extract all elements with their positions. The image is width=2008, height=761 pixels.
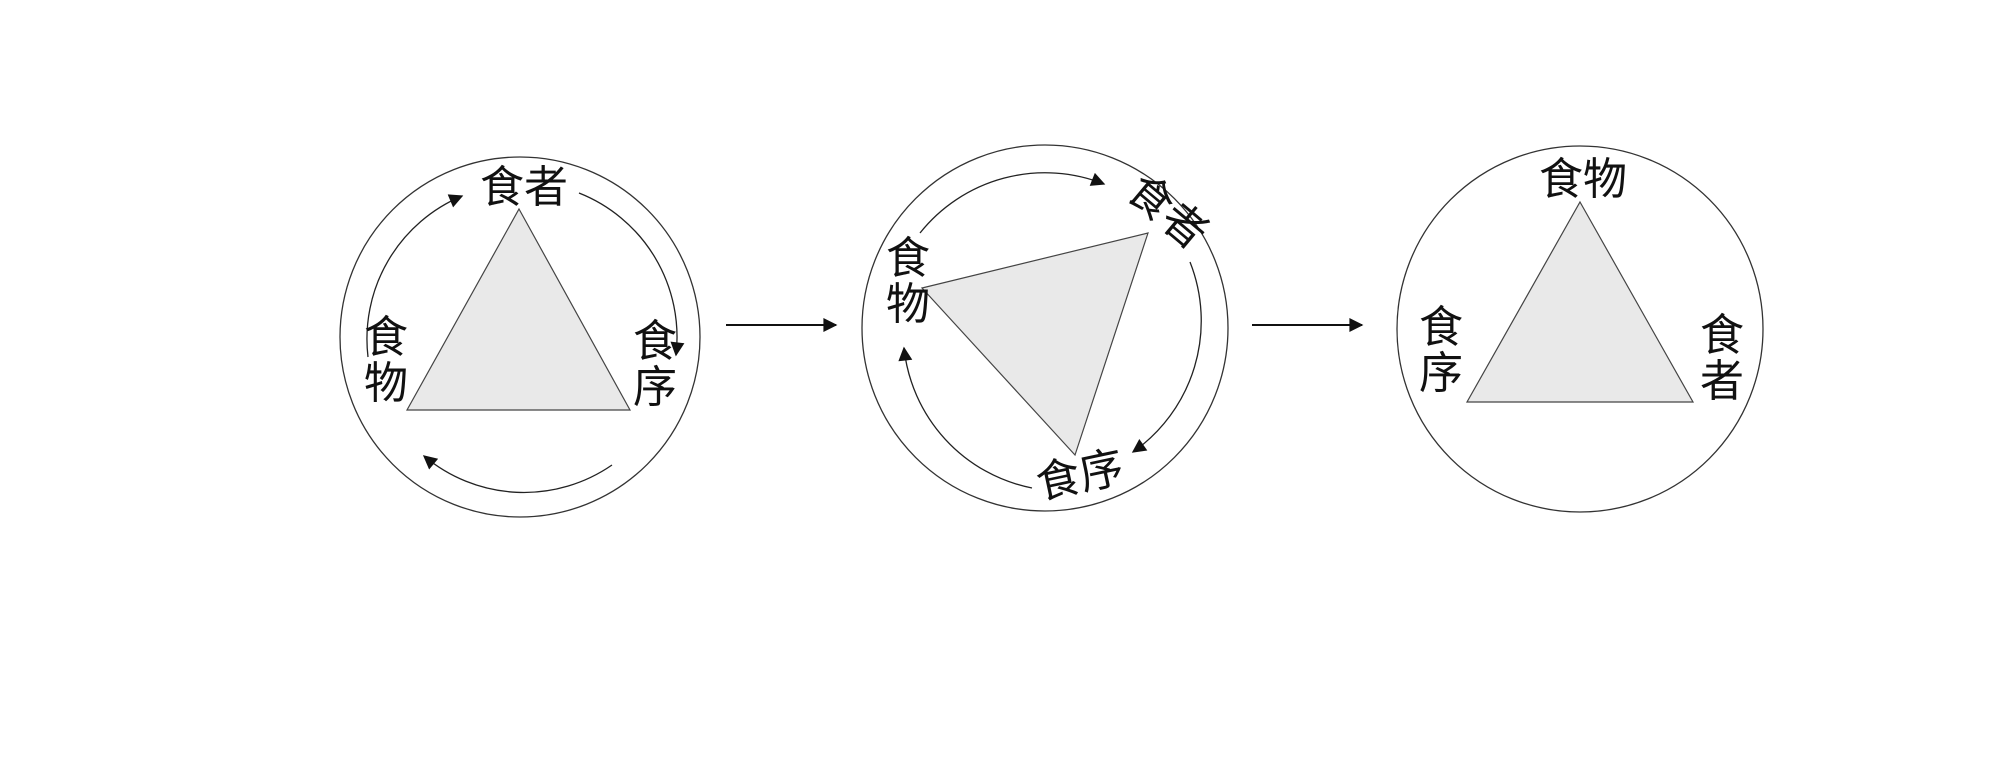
stage-1: 食者 食物 食序 <box>339 156 701 518</box>
stage-2-label-left: 食物 <box>886 233 930 330</box>
stage-1-rotation-arrow <box>578 192 685 357</box>
stage-3-label-right: 食者 <box>1700 310 1744 407</box>
stage-2-circle <box>861 144 1229 512</box>
stage-1-label-left: 食物 <box>364 312 408 409</box>
stage-1-label-top: 食者 <box>480 162 568 213</box>
stage-1-triangle <box>405 207 632 411</box>
stage-1-circle <box>339 156 701 518</box>
stage-2-rotation-arrow <box>898 346 1033 489</box>
stage-3-circle <box>1396 145 1764 513</box>
stage-2-rotation-arrow <box>919 172 1106 234</box>
stage-3-triangle <box>1465 200 1695 403</box>
stage-3-label-left: 食序 <box>1419 302 1463 399</box>
stage-1-rotation-arrow <box>366 194 464 358</box>
stage-2-rotation-arrow <box>1131 261 1202 453</box>
stage-3-label-top: 食物 <box>1539 154 1627 205</box>
stage-1-rotation-arrow <box>422 455 613 494</box>
stage-3: 食物 食序 食者 <box>1396 145 1764 513</box>
stage-2: 食者 食物 食序 <box>861 144 1229 512</box>
stage-2-triangle <box>920 232 1149 457</box>
stage-1-label-right: 食序 <box>633 316 677 413</box>
stage-2-label-bottom: 食序 <box>1032 442 1129 510</box>
